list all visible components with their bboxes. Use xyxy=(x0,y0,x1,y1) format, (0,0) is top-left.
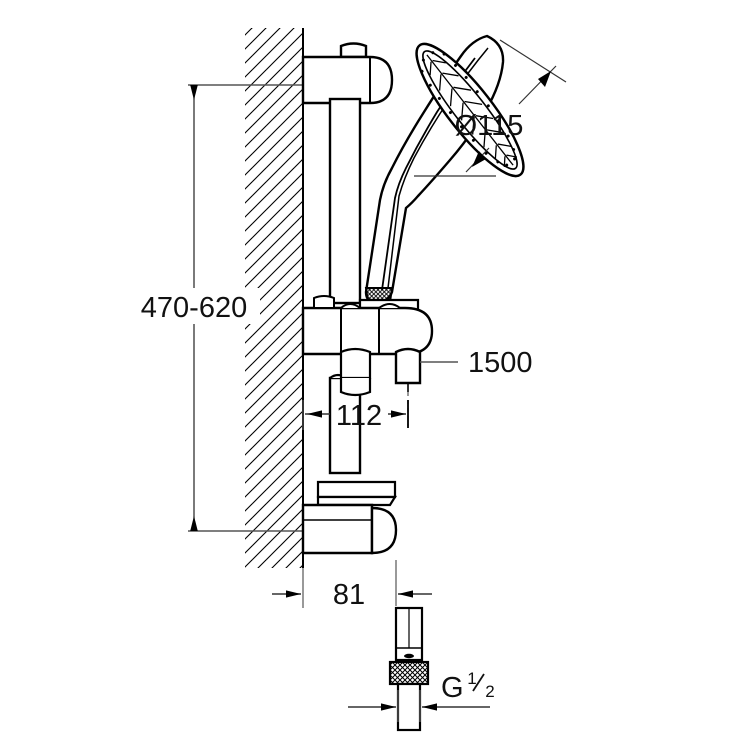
soap-shelf xyxy=(316,480,397,507)
hose-outlet-elbow xyxy=(394,347,422,392)
hand-shower-head xyxy=(364,34,525,305)
dimension-label-projection-81: 81 xyxy=(333,579,365,611)
dimension-projection-81: 81 xyxy=(272,560,432,611)
upper-rail-bracket xyxy=(301,42,394,105)
dimension-label-projection-112: 112 xyxy=(336,400,382,432)
dimension-label-thread-numerator: 1 xyxy=(467,669,476,688)
dimension-hose-length: 1500 xyxy=(420,347,533,379)
temperature-control-handle xyxy=(339,347,372,397)
dimension-label-height-range: 470-620 xyxy=(141,292,247,324)
spray-nozzle-texture xyxy=(426,54,518,167)
dimension-hose-thread: G 1 2 xyxy=(348,669,495,722)
dimension-label-hose-length: 1500 xyxy=(468,347,533,379)
vertical-slide-rail xyxy=(328,97,362,475)
hose-connector-knurled-nut xyxy=(388,606,430,732)
dimension-label-spray-diameter: Ø115 xyxy=(455,110,524,142)
dimension-label-thread-denominator: 2 xyxy=(485,682,494,701)
lower-rail-bracket xyxy=(301,503,398,555)
dimension-projection-112: 112 xyxy=(302,392,409,432)
dimension-height-range: 470-620 xyxy=(128,84,310,532)
spray-face-rim-dots xyxy=(420,51,517,167)
dimension-spray-diameter: Ø115 xyxy=(414,39,567,177)
dimension-label-thread-prefix: G xyxy=(441,672,464,704)
